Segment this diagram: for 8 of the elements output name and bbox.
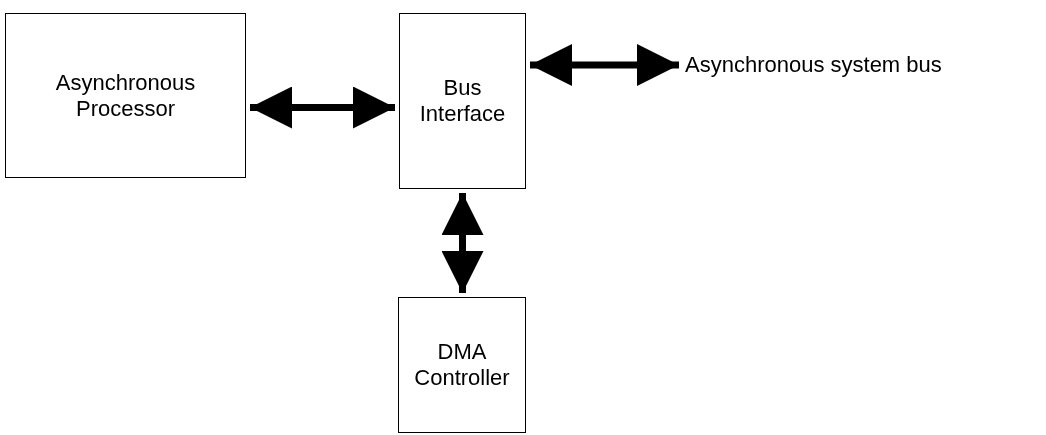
processor-box [5,13,246,178]
bus-label: Asynchronous system bus [685,52,942,78]
double-arrow [441,193,484,293]
box-label: DMA Controller [413,339,511,391]
box-label: Asynchronous Processor [54,69,197,122]
box-label: Bus Interface [418,75,507,127]
controller-box [398,297,526,433]
interface-box [399,13,526,189]
